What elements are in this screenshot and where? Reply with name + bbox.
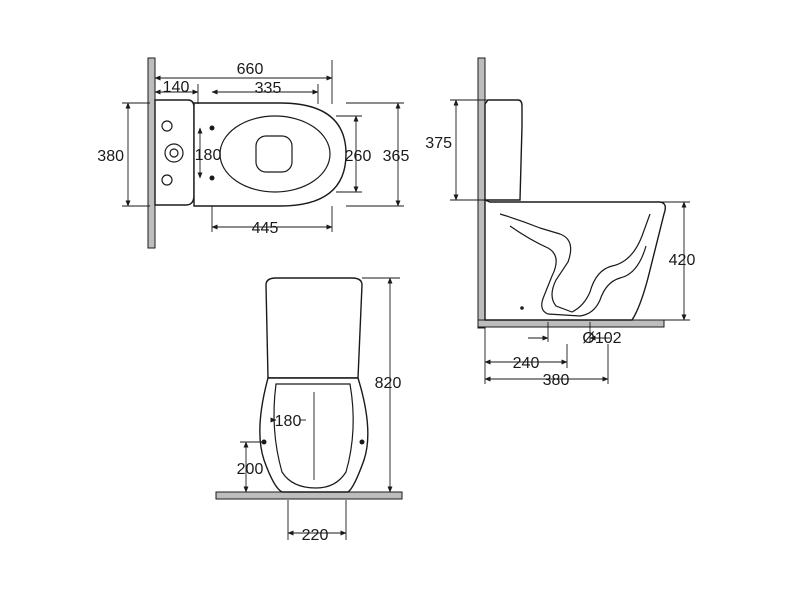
top-view-wall (147, 57, 156, 249)
valve-icon (161, 120, 173, 132)
dim-445: 445 (252, 220, 279, 237)
dim-365: 365 (383, 148, 410, 165)
dim-260: 260 (345, 148, 372, 165)
dim-200: 200 (237, 461, 264, 478)
top-view-cistern (154, 99, 195, 206)
dim-240: 240 (513, 355, 540, 372)
dim-140: 140 (163, 79, 190, 96)
side-view-cistern (484, 99, 523, 201)
side-view-trapway (499, 213, 651, 313)
top-view-pan (193, 102, 347, 207)
side-view-wall (477, 57, 486, 329)
dim-375: 375 (425, 135, 452, 152)
front-view-bowl-outline (273, 383, 354, 489)
dim-380-side: 380 (543, 372, 570, 389)
dim-220: 220 (302, 527, 329, 544)
dim-660: 660 (237, 61, 264, 78)
front-view: 820 180 200 220 (215, 277, 403, 544)
fixing-hole-icon (209, 175, 215, 181)
side-fixing-icon (520, 306, 524, 310)
valve-icon (161, 174, 173, 186)
top-view-bowl-opening (255, 135, 293, 173)
dim-180-top: 180 (195, 147, 222, 164)
top-view: 660 140 335 380 180 260 365 445 (97, 57, 410, 249)
front-view-cistern (265, 277, 363, 379)
side-view-trapway-inner (509, 225, 647, 317)
side-view-pan (484, 198, 667, 321)
top-view-seat (219, 115, 331, 193)
dim-335: 335 (255, 80, 282, 97)
dim-180-front: 180 (275, 413, 302, 430)
fixing-hole-icon (209, 125, 215, 131)
front-view-floor (215, 491, 403, 500)
fixing-hole-icon (261, 439, 267, 445)
dim-380-top: 380 (97, 148, 124, 165)
fixing-hole-icon (359, 439, 365, 445)
dim-820: 820 (375, 375, 402, 392)
dim-420: 420 (669, 252, 696, 269)
dim-o102: Ø102 (582, 330, 621, 347)
inlet-icon (164, 143, 184, 163)
side-view: 375 420 Ø102 240 380 (425, 57, 696, 389)
inlet-inner-icon (169, 148, 179, 158)
side-view-floor (477, 319, 665, 328)
